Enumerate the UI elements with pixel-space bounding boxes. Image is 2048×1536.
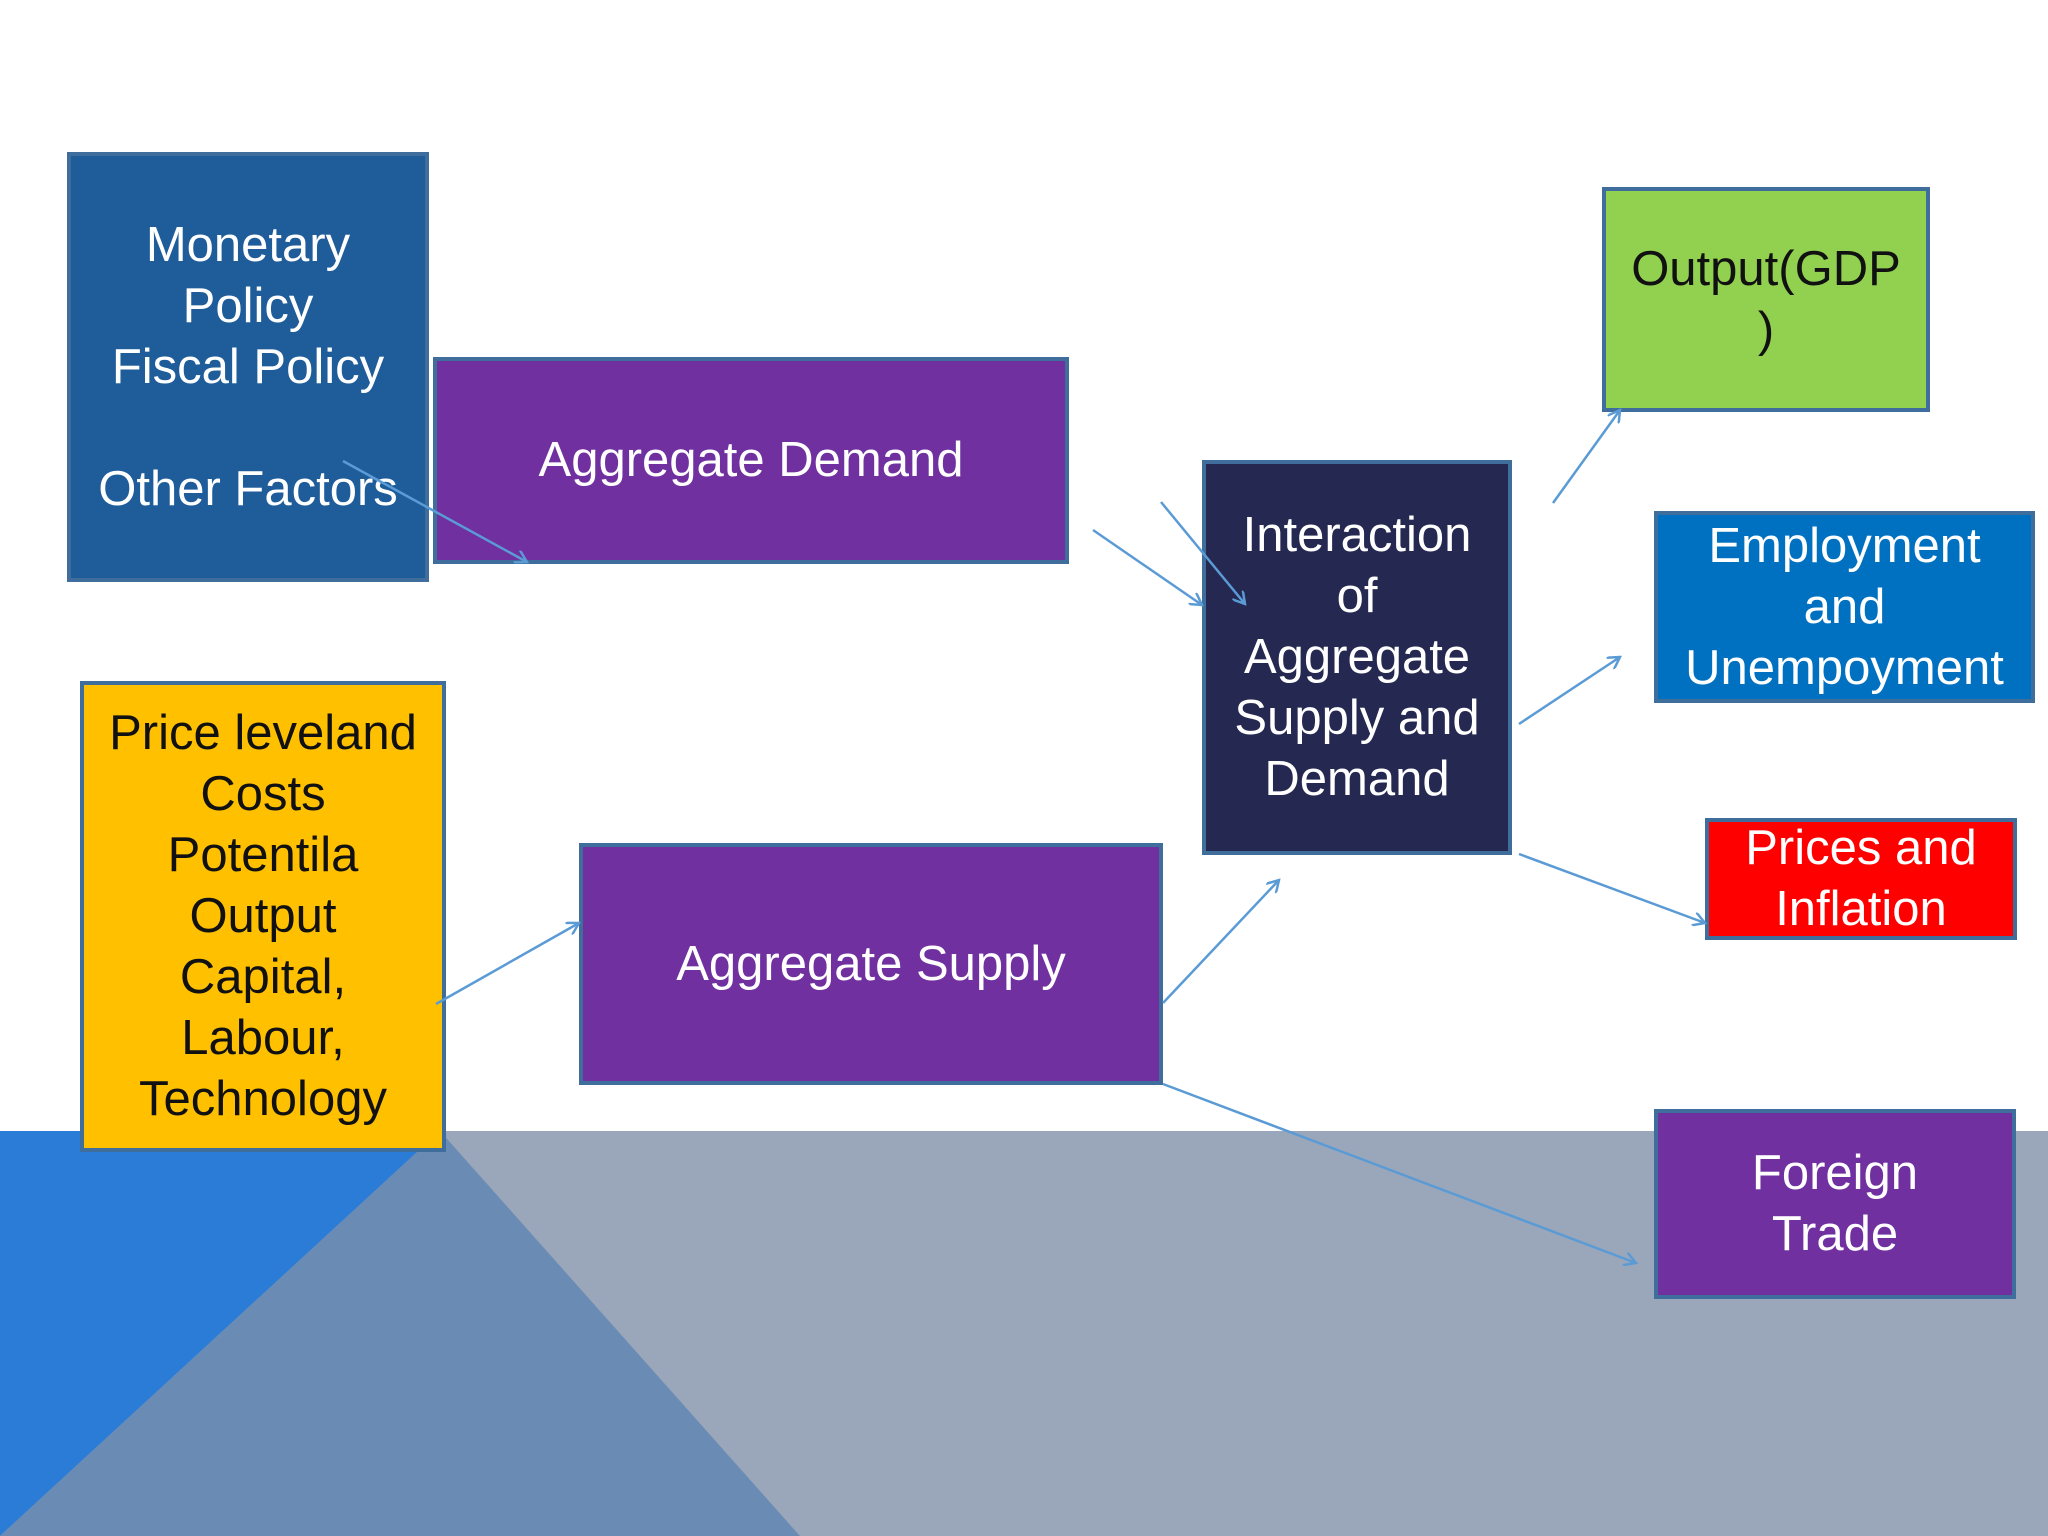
output-line-2: ) bbox=[1757, 302, 1775, 357]
employment-line-1: Employment bbox=[1708, 518, 1981, 573]
prices-inflation-box: Prices and Inflation bbox=[1705, 818, 2017, 940]
interaction-line-1: Interaction bbox=[1242, 508, 1472, 562]
price-line-1: Price leveland bbox=[109, 706, 417, 760]
aggregate-supply-label: Aggregate Supply bbox=[676, 936, 1066, 991]
trade-line-1: Foreign bbox=[1751, 1146, 1919, 1200]
interaction-line-4: Supply and bbox=[1234, 691, 1480, 745]
price-line-5: Capital, bbox=[179, 950, 347, 1004]
aggregate-demand-box: Aggregate Demand bbox=[433, 357, 1069, 564]
monetary-fiscal-policy-box: Monetary Policy Fiscal Policy Other Fact… bbox=[67, 152, 429, 582]
employment-line-3: Unempoyment bbox=[1685, 640, 2004, 695]
price-line-4: Output bbox=[189, 889, 337, 943]
foreign-trade-box: Foreign Trade bbox=[1654, 1109, 2016, 1299]
interaction-line-5: Demand bbox=[1264, 752, 1450, 806]
interaction-line-3: Aggregate bbox=[1243, 630, 1471, 684]
mid-blue-wedge bbox=[0, 1131, 800, 1536]
price-level-costs-box: Price leveland Costs Potentila Output Ca… bbox=[80, 681, 446, 1152]
prices-line-2: Inflation bbox=[1775, 882, 1947, 936]
interaction-line-2: of bbox=[1336, 569, 1378, 623]
interaction-box: Interaction of Aggregate Supply and Dema… bbox=[1202, 460, 1512, 855]
aggregate-supply-box: Aggregate Supply bbox=[579, 843, 1163, 1085]
price-line-2: Costs bbox=[200, 767, 326, 821]
prices-line-1: Prices and bbox=[1745, 821, 1977, 875]
policy-line-1: Monetary bbox=[145, 217, 351, 272]
policy-line-3: Fiscal Policy bbox=[111, 339, 385, 394]
output-gdp-box: Output(GDP ) bbox=[1602, 187, 1930, 412]
aggregate-demand-label: Aggregate Demand bbox=[538, 433, 964, 487]
price-line-7: Technology bbox=[139, 1072, 387, 1126]
policy-line-4: Other Factors bbox=[98, 461, 398, 516]
price-line-3: Potentila bbox=[167, 828, 359, 882]
price-line-6: Labour, bbox=[181, 1011, 345, 1065]
output-line-1: Output(GDP bbox=[1631, 241, 1901, 296]
employment-line-2: and bbox=[1803, 579, 1886, 634]
policy-line-2: Policy bbox=[182, 278, 314, 333]
trade-line-2: Trade bbox=[1771, 1207, 1899, 1261]
employment-box: Employment and Unempoyment bbox=[1654, 511, 2035, 703]
